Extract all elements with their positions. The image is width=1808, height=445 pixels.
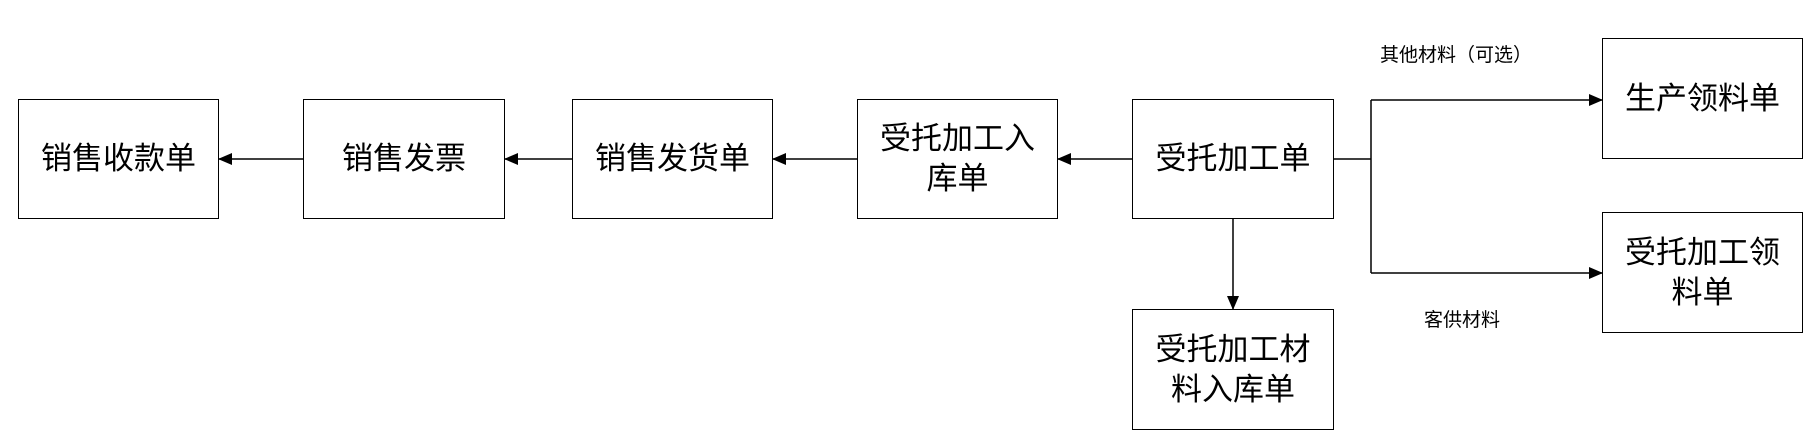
node-production-requisition-label: 生产领料单 <box>1625 80 1780 117</box>
edge-label-customer-materials: 客供材料 <box>1424 309 1500 331</box>
node-sales-delivery-label: 销售发货单 <box>595 141 750 177</box>
node-consigned-inbound: 受托加工入库单 <box>857 99 1058 219</box>
node-consigned-requisition-label: 受托加工领料单 <box>1625 234 1780 311</box>
edge-label-customer-materials-text: 客供材料 <box>1424 309 1501 331</box>
node-sales-receipt-label: 销售收款单 <box>41 141 196 177</box>
node-sales-invoice: 销售发票 <box>303 99 505 219</box>
node-consigned-material-inbound: 受托加工材料入库单 <box>1132 309 1334 430</box>
node-consigned-inbound-label: 受托加工入库单 <box>880 121 1035 197</box>
node-production-requisition: 生产领料单 <box>1602 38 1803 159</box>
node-sales-delivery: 销售发货单 <box>572 99 773 219</box>
node-sales-receipt: 销售收款单 <box>18 99 219 219</box>
node-sales-invoice-label: 销售发票 <box>342 141 466 177</box>
edge-label-other-materials: 其他材料（可选） <box>1380 44 1532 66</box>
edge-label-other-materials-text: 其他材料（可选） <box>1380 44 1533 66</box>
node-consigned-material-inbound-label: 受托加工材料入库单 <box>1155 331 1311 408</box>
node-consigned-requisition: 受托加工领料单 <box>1602 212 1803 333</box>
node-consigned-order: 受托加工单 <box>1132 99 1334 219</box>
node-consigned-order-label: 受托加工单 <box>1155 141 1311 177</box>
